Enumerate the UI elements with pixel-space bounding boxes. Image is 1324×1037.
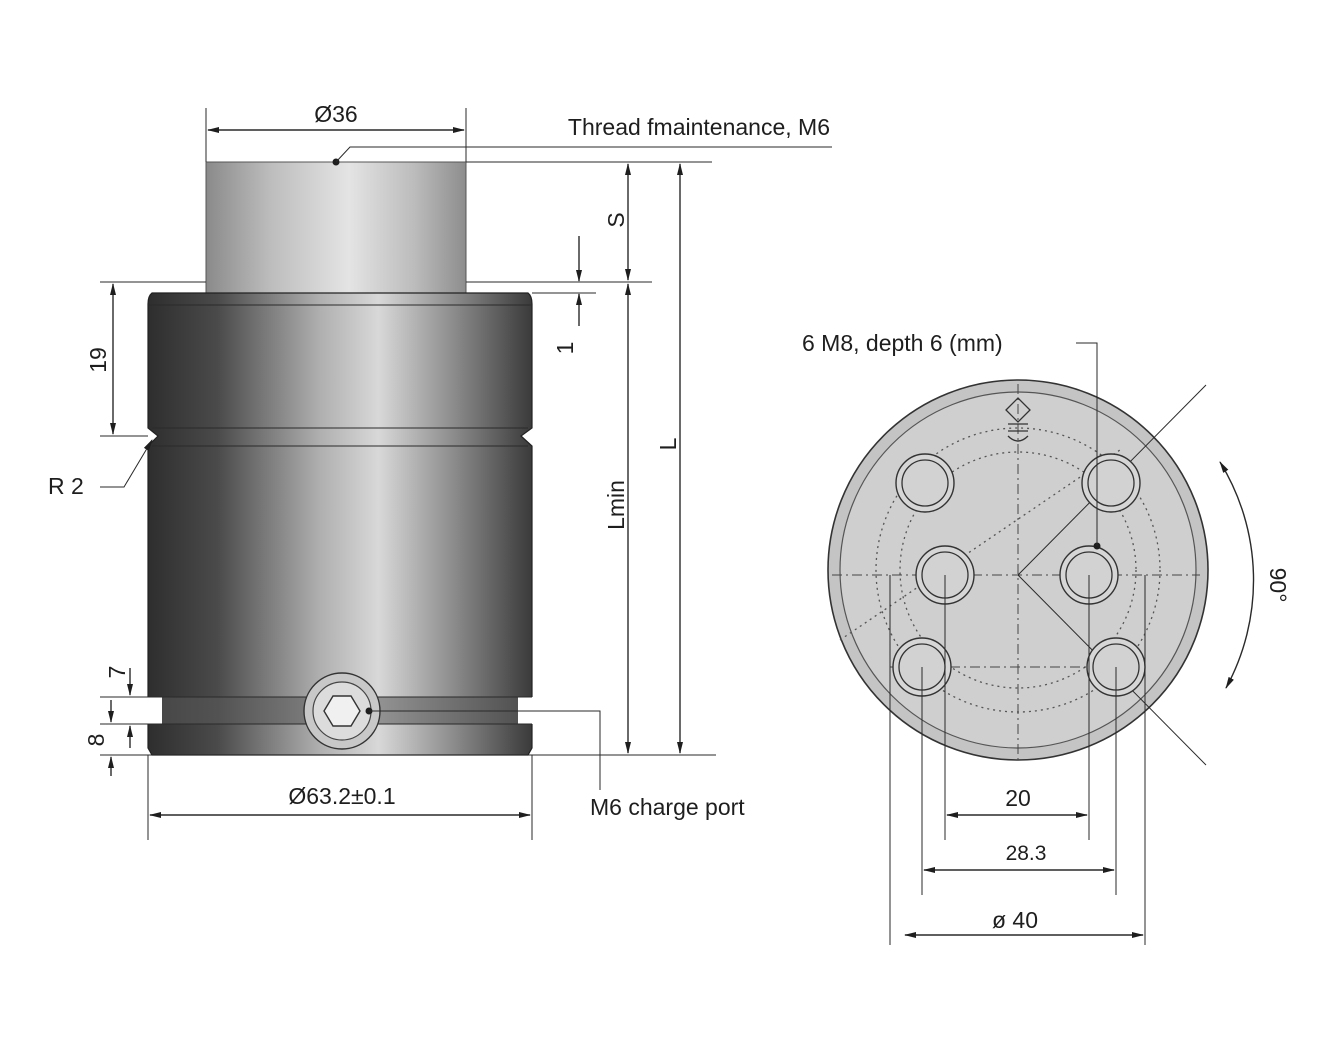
mounting-hole — [1081, 453, 1141, 513]
angle-arc — [1219, 461, 1255, 689]
charge-port-label: M6 charge port — [590, 794, 745, 820]
dim28-label: 28.3 — [1006, 842, 1047, 865]
eight-label: 8 — [83, 734, 109, 747]
hex-socket-icon — [323, 695, 361, 727]
one-label: 1 — [552, 342, 578, 355]
piston-rod — [205, 161, 467, 294]
inner-bolt-circle — [899, 451, 1137, 689]
dim40-label: ø 40 — [992, 907, 1038, 933]
mounting-holes-label: 6 M8, depth 6 (mm) — [802, 330, 1003, 356]
charge-port-leader — [369, 710, 601, 790]
dim20-label: 20 — [1005, 785, 1031, 811]
end-view: 6 M8, depth 6 (mm) 90° 20 28.3 ø 40 — [802, 330, 1291, 945]
mounting-hole — [895, 453, 955, 513]
rod-diameter-label: Ø36 — [314, 101, 357, 127]
holes-leader — [1076, 342, 1098, 546]
orientation-mark-icon — [1005, 397, 1031, 442]
stroke-label: S — [603, 212, 629, 227]
radius-leader — [100, 439, 153, 488]
nineteen-label: 19 — [85, 347, 111, 373]
thread-note-label: Thread fmaintenance, M6 — [568, 114, 830, 140]
lmin-label: Lmin — [603, 480, 629, 530]
seven-label: 7 — [104, 666, 130, 679]
side-view: Ø36 Thread fmaintenance, M6 S 1 Lmin L 1… — [48, 101, 832, 840]
thread-leader — [335, 146, 832, 163]
radius-label: R 2 — [48, 473, 84, 499]
length-label: L — [655, 437, 681, 450]
angle-label: 90° — [1265, 568, 1291, 603]
lower-groove-left-notch — [130, 697, 162, 724]
body-diameter-label: Ø63.2±0.1 — [288, 783, 395, 809]
diagonal-dotted — [839, 449, 1121, 641]
